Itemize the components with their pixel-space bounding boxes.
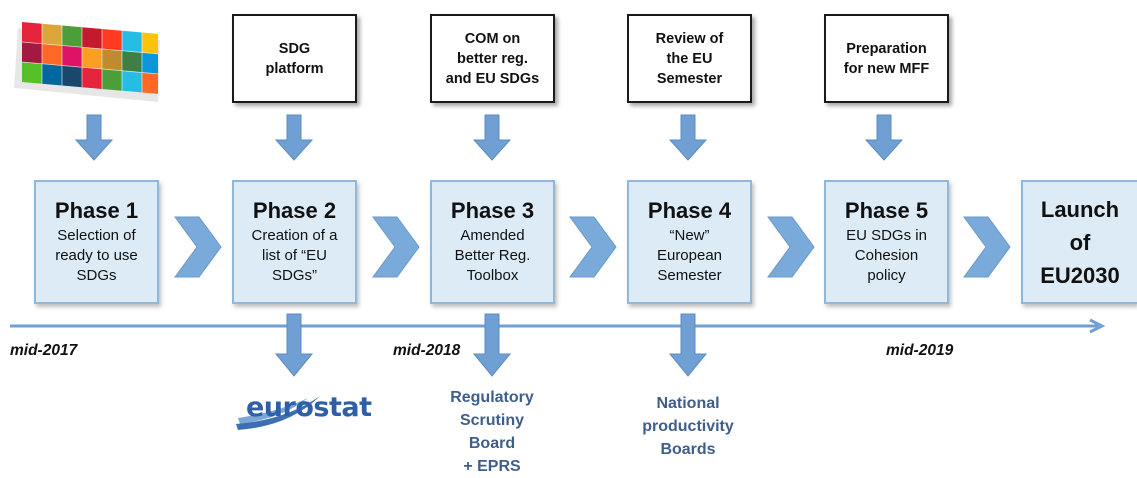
phase-5-title: Phase 5: [844, 198, 929, 223]
phase-1-desc: Selection of ready to use SDGs: [55, 227, 138, 284]
phase-3-box: Phase 3 Amended Better Reg. Toolbox: [430, 180, 555, 304]
phase-2-desc: Creation of a list of “EU SDGs”: [251, 227, 338, 284]
down-arrow-national: [668, 313, 708, 377]
down-arrow-eurostat: [274, 313, 314, 377]
phase-4-desc: “New” European Semester: [656, 227, 723, 284]
phase-2-box: Phase 2 Creation of a list of “EU SDGs”: [232, 180, 357, 304]
down-arrow-3: [472, 114, 512, 161]
phase-1-box: Phase 1 Selection of ready to use SDGs: [34, 180, 159, 304]
down-arrow-regulatory: [472, 313, 512, 377]
national-productivity-label: National productivity Boards: [642, 395, 734, 458]
chevron-4: [767, 216, 815, 278]
top-box-sdg-platform: SDG platform: [232, 14, 357, 103]
chevron-3: [569, 216, 617, 278]
phase-5-box: Phase 5 EU SDGs in Cohesion policy: [824, 180, 949, 304]
top-box-review-semester: Review of the EU Semester: [627, 14, 752, 103]
sdg-icons-image: [14, 22, 160, 102]
phase-3-title: Phase 3: [450, 198, 535, 223]
down-arrow-1: [74, 114, 114, 161]
launch-box: Launch of EU2030: [1021, 180, 1137, 304]
regulatory-scrutiny-label: Regulatory Scrutiny Board + EPRS: [450, 389, 534, 475]
phase-4-title: Phase 4: [647, 198, 732, 223]
chevron-5: [963, 216, 1011, 278]
date-mid-2019: mid-2019: [886, 342, 954, 359]
down-arrow-2: [274, 114, 314, 161]
phase-4-box: Phase 4 “New” European Semester: [627, 180, 752, 304]
down-arrow-4: [668, 114, 708, 161]
timeline-arrow: [10, 318, 1106, 334]
phase-5-desc: EU SDGs in Cohesion policy: [846, 227, 927, 284]
phase-3-desc: Amended Better Reg. Toolbox: [454, 227, 531, 284]
eurostat-logo-text: eurostat: [246, 392, 372, 423]
down-arrow-5: [864, 114, 904, 161]
phase-1-title: Phase 1: [54, 198, 139, 223]
top-box-com-better-reg: COM on better reg. and EU SDGs: [430, 14, 555, 103]
phase-2-title: Phase 2: [252, 198, 337, 223]
chevron-2: [372, 216, 420, 278]
eurostat-logo: [236, 396, 320, 430]
date-mid-2017: mid-2017: [10, 342, 78, 359]
top-box-preparation-mff: Preparation for new MFF: [824, 14, 949, 103]
chevron-1: [174, 216, 222, 278]
date-mid-2018: mid-2018: [393, 342, 461, 359]
